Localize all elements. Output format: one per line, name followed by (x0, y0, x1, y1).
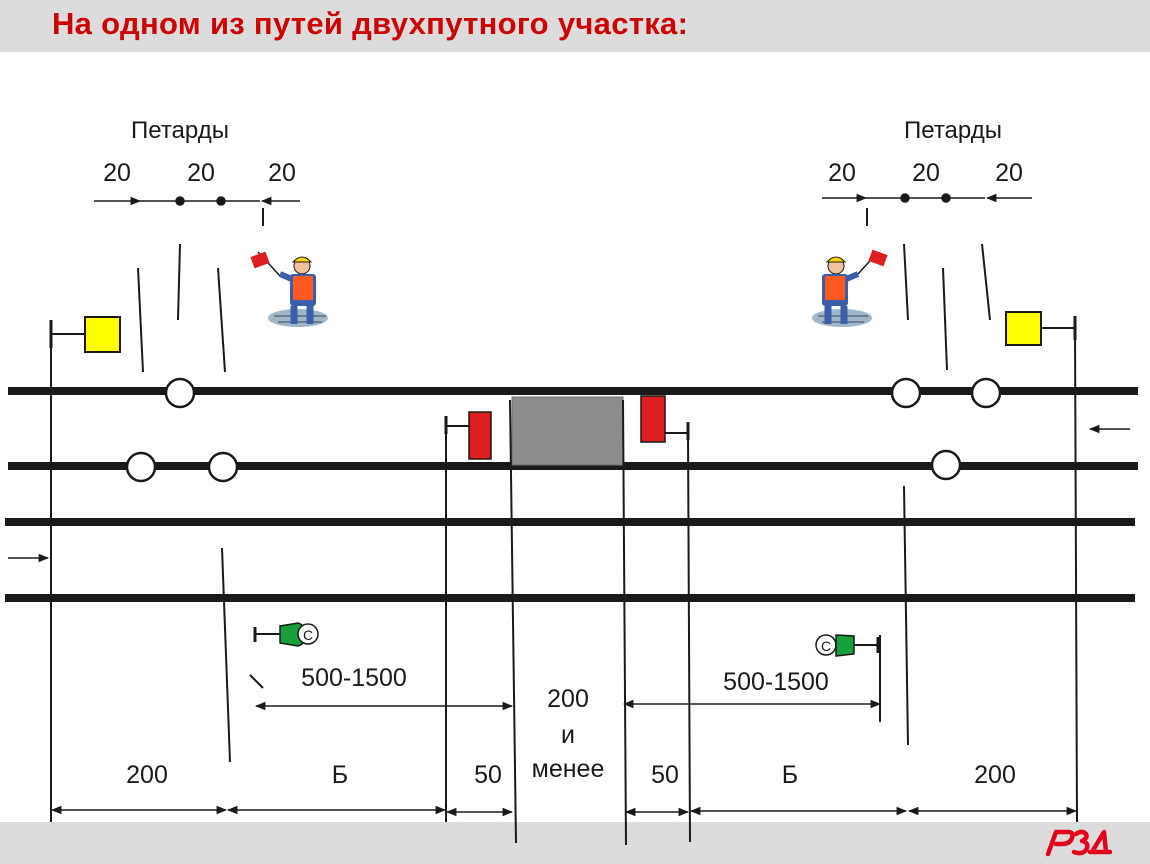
bottom-label-200-right: 200 (974, 761, 1016, 789)
whistle-sign-right-icon: С (815, 634, 880, 657)
petard-circle (207, 451, 239, 483)
petards-label-right: Петарды (904, 117, 1002, 144)
petard-spacing-left (94, 196, 300, 206)
petard-spacing-right-2: 20 (912, 159, 940, 187)
petard-spacing-left-2: 20 (187, 159, 215, 187)
yellow-signal-left (49, 316, 121, 353)
obstacle-block (511, 396, 624, 466)
slide-footer (0, 822, 1150, 864)
bottom-label-50-right: 50 (651, 761, 679, 789)
petard-circle (164, 377, 196, 409)
bottom-label-50-left: 50 (474, 761, 502, 789)
reference-lines (50, 208, 1078, 846)
yellow-signal-right (1005, 311, 1077, 346)
bottom-label-b-right: Б (782, 761, 798, 789)
petard-spacing-left-1: 20 (103, 159, 131, 187)
bottom-dimensions (50, 805, 1078, 817)
svg-text:С: С (303, 627, 313, 643)
petard-circle (125, 451, 157, 483)
center-gap-label-3: менее (532, 755, 605, 783)
bottom-label-200-left: 200 (126, 761, 168, 789)
petards-label-left: Петарды (131, 117, 229, 144)
petard-circle (930, 449, 962, 481)
range-label-right: 500-1500 (723, 668, 829, 696)
petard-spacing-right (822, 193, 1032, 203)
rzd-logo-icon (1045, 829, 1112, 857)
petard-spacing-right-1: 20 (828, 159, 856, 187)
stop-signal-right (640, 395, 690, 443)
center-gap-label-2: и (561, 721, 575, 749)
signalman-right-icon (812, 249, 888, 327)
slide-header (0, 0, 1150, 54)
bottom-label-b-left: Б (332, 761, 348, 789)
center-gap-label-1: 200 (547, 685, 589, 713)
range-label-left: 500-1500 (301, 664, 407, 692)
header-divider (0, 52, 1150, 54)
slide-title: На одном из путей двухпутного участка: (52, 6, 689, 41)
petard-circle (890, 377, 922, 409)
petard-spacing-left-3: 20 (268, 159, 296, 187)
svg-text:С: С (821, 638, 831, 654)
petard-spacing-right-3: 20 (995, 159, 1023, 187)
signalman-left-icon (250, 251, 328, 327)
whistle-sign-left-icon: С (253, 622, 319, 647)
petards-markers (125, 377, 1002, 483)
petard-circle (970, 377, 1002, 409)
stop-signal-left (444, 411, 492, 460)
